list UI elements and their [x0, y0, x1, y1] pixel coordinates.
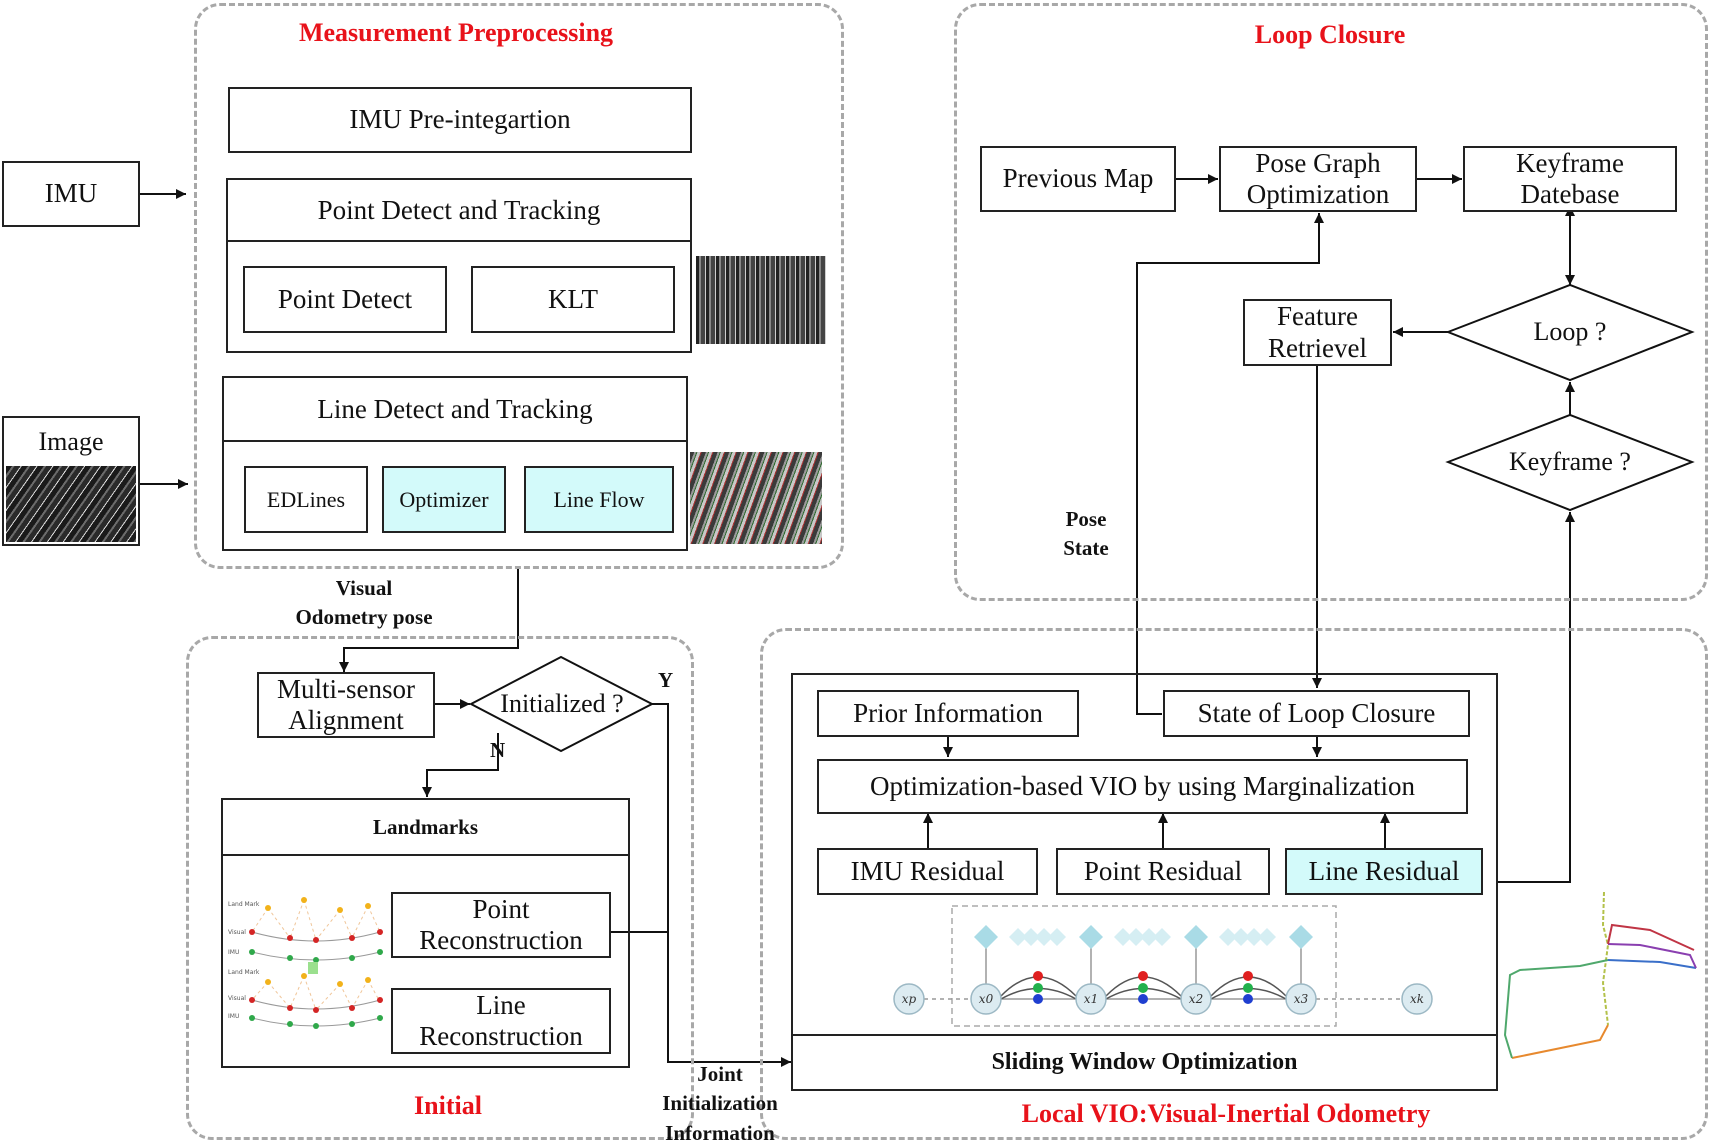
node-xp: xp — [902, 992, 917, 1006]
landmark-plot: Land Mark Visual IMU Land Mark Visual IM… — [228, 897, 383, 1029]
image-input-box — [2, 416, 140, 546]
keyframe-diamond — [1445, 413, 1695, 512]
title-initial: Initial — [414, 1091, 482, 1120]
node-x2: x2 — [1189, 992, 1203, 1006]
pose-graph-line-1: Pose Graph — [1255, 147, 1381, 178]
point-recon-line-2: Reconstruction — [419, 925, 583, 955]
optimization-vio-box: Optimization-based VIO by using Marginal… — [817, 759, 1468, 814]
line-tracking-thumbnail — [690, 452, 822, 544]
point-section-box — [226, 178, 692, 353]
prior-information-box: Prior Information — [817, 690, 1079, 737]
keyframe-db-line-2: Datebase — [1520, 179, 1620, 209]
point-detect-box: Point Detect — [243, 266, 447, 333]
plot-label-imu: IMU — [228, 949, 239, 956]
visual-odometry-pose-label: Visual Odometry pose — [295, 576, 433, 630]
point-recon-line-1: Point — [472, 893, 530, 924]
imu-preintegration-box: IMU Pre-integartion — [228, 87, 692, 153]
initialized-decision-label: Initialized ? — [500, 689, 624, 718]
keyframe-database-box: Keyframe Datebase — [1463, 146, 1677, 212]
group-initial — [186, 636, 694, 1140]
image-input-label: Image — [38, 427, 104, 456]
svg-text:IMU: IMU — [228, 1013, 239, 1020]
line-section-header: Line Detect and Tracking — [224, 378, 686, 442]
point-section-header: Point Detect and Tracking — [228, 180, 690, 242]
no-label: N — [490, 738, 506, 762]
feature-retrieval-line-1: Feature — [1277, 301, 1358, 332]
multi-sensor-alignment-box: Multi-sensor Alignment — [257, 672, 435, 738]
title-local-vio: Local VIO:Visual-Inertial Odometry — [1021, 1099, 1431, 1128]
feature-retrieval-box: Feature Retrievel — [1243, 299, 1392, 366]
loop-decision-label: Loop ? — [1533, 317, 1607, 346]
plot-label-landmark: Land Mark — [228, 901, 260, 908]
group-local-vio — [760, 628, 1708, 1140]
imu-input-box: IMU — [2, 161, 140, 227]
initialized-diamond — [468, 655, 655, 753]
pose-graph-line-2: Optimization — [1246, 179, 1390, 209]
factor-graph-illustration: xp x0 x1 x2 x3 xk — [893, 905, 1433, 1027]
imu-residual-box: IMU Residual — [817, 848, 1038, 895]
line-recon-line-1: Line — [476, 989, 526, 1020]
alignment-line-2: Alignment — [288, 705, 404, 735]
vio-main-box — [791, 673, 1498, 1091]
previous-map-box: Previous Map — [980, 146, 1176, 212]
keyframe-decision-label: Keyframe ? — [1509, 447, 1631, 476]
point-reconstruction-box: Point Reconstruction — [391, 892, 611, 958]
group-loop-closure — [954, 3, 1708, 601]
node-x0: x0 — [979, 992, 994, 1006]
line-flow-box: Line Flow — [524, 466, 674, 533]
arrow-pose-state — [1136, 213, 1324, 715]
trajectory-plot — [1503, 891, 1697, 1059]
title-loop-closure: Loop Closure — [1254, 20, 1406, 49]
feature-retrieval-line-2: Retrievel — [1268, 332, 1367, 363]
edlines-box: EDLines — [244, 466, 368, 533]
image-sequence-thumbnail — [6, 466, 136, 542]
state-of-loop-closure-box: State of Loop Closure — [1163, 690, 1470, 737]
point-residual-box: Point Residual — [1056, 848, 1270, 895]
klt-box: KLT — [471, 266, 675, 333]
line-reconstruction-box: Line Reconstruction — [391, 988, 611, 1054]
svg-text:Visual: Visual — [228, 995, 246, 1002]
yes-label: Y — [658, 668, 674, 692]
loop-diamond — [1445, 283, 1695, 382]
arrow-no-to-landmarks — [422, 733, 499, 797]
pose-state-label: Pose State — [1063, 507, 1109, 561]
alignment-line-1: Multi-sensor — [277, 673, 415, 704]
line-residual-box: Line Residual — [1285, 848, 1483, 895]
plot-label-visual: Visual — [228, 929, 246, 936]
joint-initialization-label: Joint Initialization Information — [662, 1062, 778, 1144]
title-measurement-preprocessing: Measurement Preprocessing — [298, 18, 614, 47]
point-tracking-thumbnail — [696, 256, 826, 344]
group-measurement-preprocessing — [194, 3, 844, 569]
landmarks-header: Landmarks — [223, 800, 628, 856]
line-recon-line-2: Reconstruction — [419, 1021, 583, 1051]
keyframe-db-line-1: Keyframe — [1516, 147, 1624, 178]
arrow-visual-odometry — [339, 569, 519, 672]
svg-text:Land Mark: Land Mark — [228, 969, 260, 976]
arrow-line-residual-to-keyframe — [1497, 512, 1575, 883]
line-section-box — [222, 376, 688, 551]
node-x3: x3 — [1294, 992, 1309, 1006]
sliding-window-optimization-label: Sliding Window Optimization — [793, 1034, 1496, 1089]
optimizer-box: Optimizer — [382, 466, 506, 533]
pose-graph-optimization-box: Pose Graph Optimization — [1219, 146, 1417, 212]
node-x1: x1 — [1084, 992, 1098, 1006]
node-xk: xk — [1410, 992, 1424, 1006]
landmarks-box — [221, 798, 630, 1068]
arrow-yes-to-sliding-window — [652, 703, 791, 1067]
